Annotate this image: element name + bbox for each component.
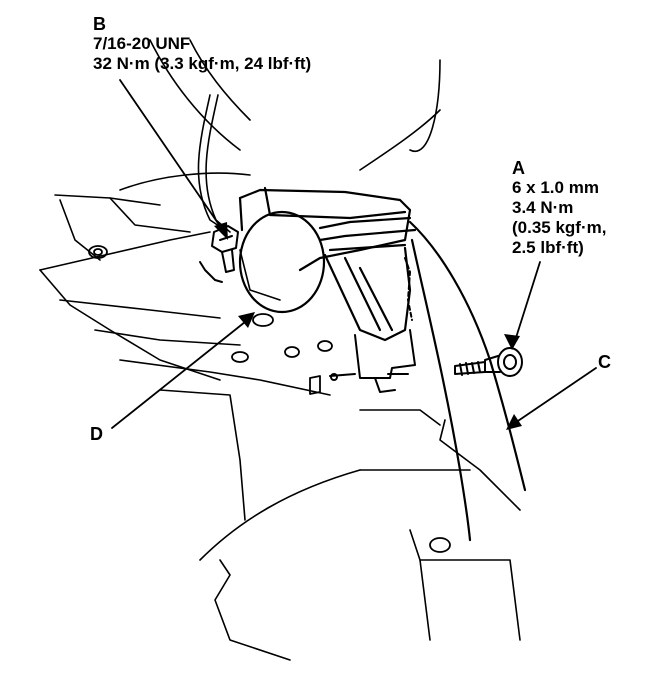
callout-a: A 6 x 1.0 mm 3.4 N·m (0.35 kgf·m, 2.5 lb… (512, 158, 606, 258)
callout-b-torque-spec: 32 N·m (3.3 kgf·m, 24 lbf·ft) (93, 54, 312, 73)
arrowhead-b (214, 222, 228, 240)
callout-b: B 7/16-20 UNF 32 N·m (3.3 kgf·m, 24 lbf·… (93, 14, 311, 74)
callout-c-letter: C (598, 352, 611, 372)
leader-line-c (511, 367, 597, 426)
wire-harness (197, 94, 231, 233)
leader-arrowheads (214, 222, 522, 430)
leader-lines (111, 79, 597, 429)
retractor-body (238, 186, 417, 342)
body-panel-lines (39, 39, 521, 661)
arrowhead-a (504, 334, 520, 350)
callout-a-torque-kgfm: (0.35 kgf·m, (512, 218, 607, 237)
callout-d-letter: D (90, 424, 103, 444)
arrowhead-d (238, 312, 255, 328)
bolt-a (454, 347, 523, 377)
callout-b-letter: B (93, 14, 106, 34)
callout-b-thread-spec: 7/16-20 UNF (93, 34, 191, 53)
callout-a-torque-lbfft: 2.5 lbf·ft) (512, 238, 584, 257)
callout-a-letter: A (512, 158, 525, 178)
callout-a-torque-nm: 3.4 N·m (512, 198, 574, 217)
leader-line-b (119, 79, 225, 233)
seat-belt-webbing (408, 220, 527, 542)
callout-a-bolt-size: 6 x 1.0 mm (512, 178, 599, 197)
leader-line-a (513, 261, 541, 345)
arrowhead-c (506, 414, 522, 430)
retractor-bracket (329, 257, 416, 393)
bolt-b (199, 225, 239, 283)
panel-holes (88, 245, 451, 553)
leader-line-d (111, 317, 251, 429)
